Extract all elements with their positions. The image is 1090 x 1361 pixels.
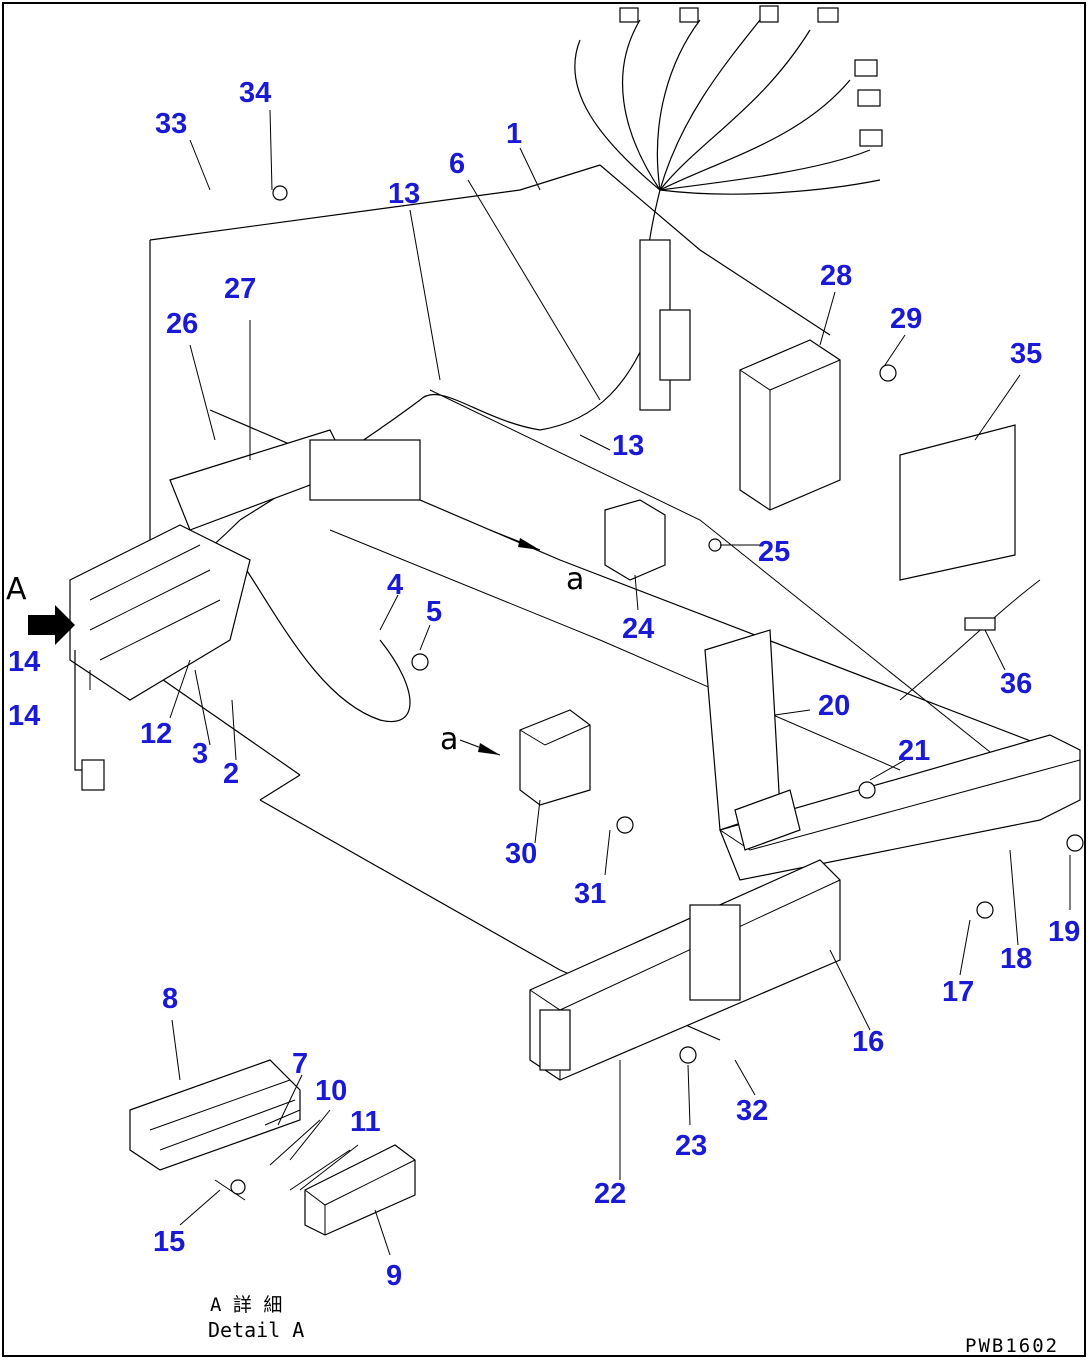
- detail-title-jp: A 詳 細: [210, 1294, 283, 1316]
- callout-2: 2: [223, 758, 240, 790]
- callout-16: 16: [852, 1026, 885, 1058]
- callout-13-lower: 13: [612, 430, 645, 462]
- callout-12: 12: [140, 718, 173, 750]
- callout-29: 29: [890, 303, 923, 335]
- callout-34: 34: [239, 77, 272, 109]
- callout-15: 15: [153, 1226, 186, 1258]
- callout-31: 31: [574, 878, 607, 910]
- controllers: [519, 339, 1016, 806]
- cover-ducts: [529, 579, 1081, 1081]
- callout-30: 30: [505, 838, 538, 870]
- callout-6: 6: [449, 148, 466, 180]
- drawing-code: PWB1602: [965, 1335, 1060, 1357]
- callout-18: 18: [1000, 943, 1033, 975]
- callout-33: 33: [155, 108, 188, 140]
- callout-10: 10: [315, 1075, 348, 1107]
- callout-25: 25: [758, 536, 791, 568]
- callout-17: 17: [942, 976, 975, 1008]
- view-arrow-label: A: [6, 572, 27, 607]
- callout-4: 4: [387, 569, 404, 601]
- callout-20: 20: [818, 690, 851, 722]
- callout-11: 11: [350, 1106, 381, 1138]
- callout-14-upper: 14: [8, 646, 41, 678]
- callout-32: 32: [736, 1095, 769, 1127]
- callout-3: 3: [192, 738, 209, 770]
- callout-27: 27: [224, 273, 257, 305]
- callout-7: 7: [292, 1048, 309, 1080]
- callout-26: 26: [166, 308, 199, 340]
- callout-5: 5: [426, 596, 443, 628]
- callout-9: 9: [386, 1260, 403, 1292]
- callout-22: 22: [594, 1178, 627, 1210]
- section-label-upper: a: [566, 562, 585, 597]
- section-label-lower: a: [440, 722, 459, 757]
- callout-21: 21: [898, 735, 931, 767]
- callout-1: 1: [506, 118, 523, 150]
- callout-35: 35: [1010, 338, 1043, 370]
- callout-8: 8: [162, 983, 179, 1015]
- section-arrows: [28, 529, 541, 756]
- fuse-box-detail: [129, 1059, 416, 1236]
- callout-13-upper: 13: [388, 178, 421, 210]
- callout-14-lower: 14: [8, 700, 41, 732]
- detail-title-en: Detail A: [208, 1318, 305, 1342]
- callout-23: 23: [675, 1130, 708, 1162]
- callout-36: 36: [1000, 668, 1033, 700]
- callout-28: 28: [820, 260, 853, 292]
- leader-lines: [89, 109, 1071, 1256]
- callout-19: 19: [1048, 916, 1081, 948]
- relay-bracket: [69, 429, 421, 791]
- bolts: [230, 185, 1084, 1195]
- callout-24: 24: [622, 613, 655, 645]
